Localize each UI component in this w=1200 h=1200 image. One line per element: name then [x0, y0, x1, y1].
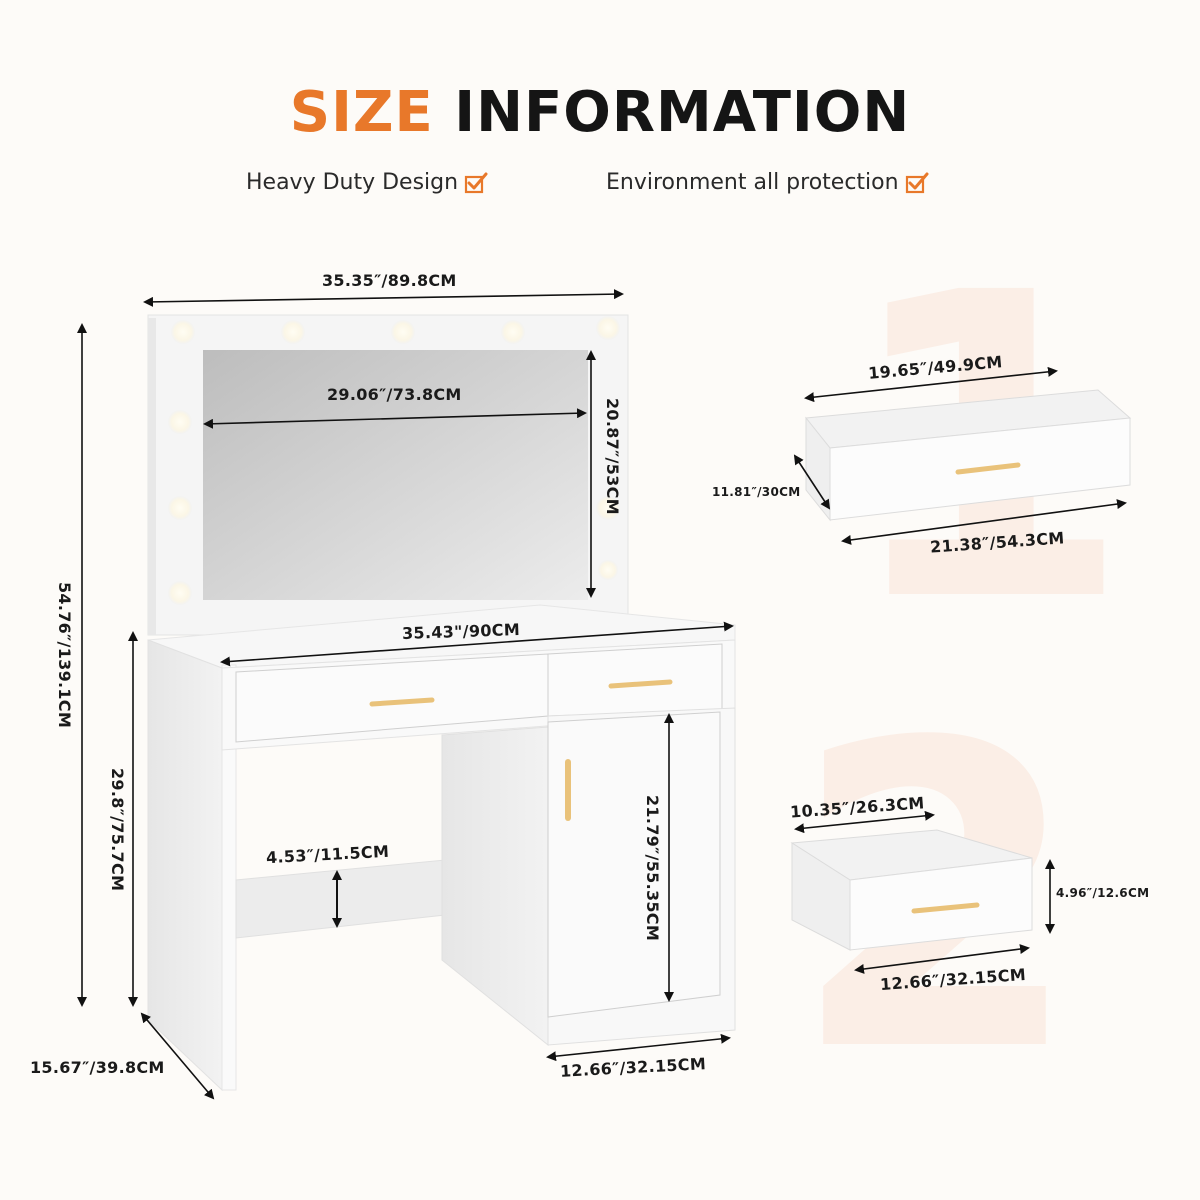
desk-height-label: 29.8″/75.7CM: [108, 768, 127, 892]
checkbox-checked-icon: [905, 172, 929, 193]
title-accent: SIZE: [289, 80, 434, 145]
feature-environment: Environment all protection: [606, 170, 929, 195]
depth-label: 15.67″/39.8CM: [30, 1058, 165, 1077]
mirror-frame: [147, 314, 629, 636]
overall-height-label: 54.76″/139.1CM: [55, 582, 74, 729]
drawer-2-illustration: [790, 829, 1033, 951]
drawer-handle: [955, 462, 1021, 475]
mirror-height-label: 20.87″/53CM: [603, 398, 622, 515]
checkbox-checked-icon: [464, 172, 488, 193]
drawer-handle: [369, 697, 435, 707]
drawer-1-depth-label: 11.81″/30CM: [712, 485, 801, 499]
drawer-1-illustration: [805, 389, 1132, 522]
cabinet-height-label: 21.79″/55.35CM: [643, 795, 662, 942]
drawer-handle: [608, 679, 673, 689]
drawer-2-height-label: 4.96″/12.6CM: [1056, 886, 1150, 900]
feature-label: Environment all protection: [606, 170, 899, 195]
feature-label: Heavy Duty Design: [246, 170, 459, 195]
mirror-width-label: 29.06″/73.8CM: [327, 385, 462, 404]
page-title: SIZE INFORMATION: [0, 80, 1200, 145]
title-rest: INFORMATION: [454, 80, 911, 145]
overall-width-label: 35.35″/89.8CM: [322, 271, 457, 290]
feature-heavy-duty: Heavy Duty Design: [246, 170, 488, 195]
drawer-handle: [911, 902, 980, 914]
